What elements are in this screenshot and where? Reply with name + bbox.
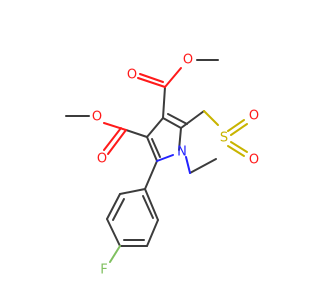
bond-ph1 [119, 188, 146, 195]
ester-left [103, 122, 127, 155]
bond-s-o1-double [230, 123, 248, 136]
atom-label-oxygen: O [97, 152, 107, 167]
bond-c3-c4 [146, 117, 164, 138]
bond-ester1-ether [164, 67, 182, 88]
bond-ph2 [106, 193, 121, 220]
bond-s-o2-double [227, 145, 245, 157]
bond-ester2-ether [103, 122, 127, 131]
atom-label-oxygen: O [127, 68, 137, 83]
carbon-bonds [65, 59, 219, 247]
bond-ester2-carbonyl [107, 129, 127, 155]
bond-c4-c5-double [151, 138, 161, 158]
bond-ch2a-s [203, 110, 219, 126]
bond-n-ch2b [185, 156, 191, 174]
bond-c3-ester-c [162, 86, 166, 119]
bond-ch2b-s [189, 158, 217, 174]
nitrogen-bonds [156, 154, 191, 174]
bond-c7a-ch2a [180, 110, 205, 129]
atom-label-oxygen: O [249, 109, 259, 124]
atom-label-oxygen: O [249, 153, 259, 168]
bond-c3-c7a-double [167, 113, 188, 125]
atom-label-fluorine: F [100, 263, 107, 278]
bond-ester1-carbonyl [137, 77, 166, 88]
bond-s-o2 [230, 141, 248, 153]
atom-labels: O O O O N S O O F [92, 53, 259, 278]
bond-ph2-double [112, 198, 125, 221]
bond-ph5 [146, 219, 159, 247]
ester-top [137, 67, 182, 88]
bond-ph6-double [142, 195, 154, 219]
bond-c3-c7a [162, 117, 182, 129]
sulfur-bonds [203, 110, 248, 157]
bond-c7a-n [178, 127, 182, 151]
bond-c4-c5 [146, 136, 158, 162]
molecule-structure: O O O O N S O O F [65, 53, 259, 278]
bond-ph3 [106, 218, 121, 247]
atom-label-oxygen: O [183, 53, 193, 68]
bond-ph6 [144, 188, 159, 221]
atom-label-sulfur: S [220, 131, 228, 146]
bond-c4-ester-c [125, 129, 148, 138]
bond-c5-phenyl [144, 160, 158, 190]
bond-ester2-carbonyl-double [103, 127, 122, 151]
bond-n-c5 [156, 154, 174, 162]
bond-s-o1 [227, 119, 245, 132]
atom-label-nitrogen: N [177, 145, 187, 160]
bond-c-f [109, 245, 121, 263]
molecule-canvas: O O O O N S O O F [65, 52, 260, 278]
atom-label-oxygen: O [92, 110, 102, 125]
bond-ester1-carbonyl-double [139, 73, 164, 83]
